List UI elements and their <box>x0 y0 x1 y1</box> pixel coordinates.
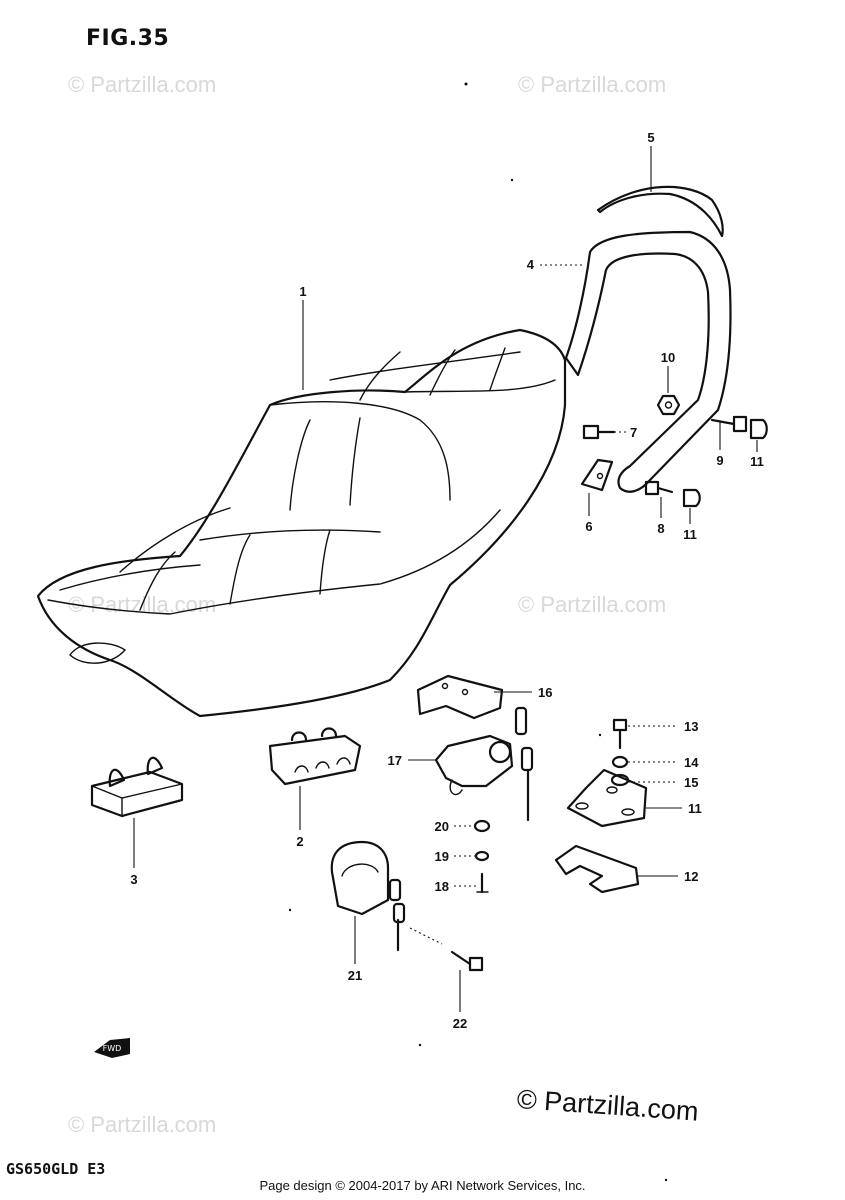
callout-20: 19 <box>435 849 449 864</box>
callout-21: 20 <box>435 819 449 834</box>
bolt-part-23[interactable] <box>450 950 484 972</box>
grab-rail-cover-part[interactable] <box>596 185 724 238</box>
callout-11: 11 <box>683 527 697 542</box>
seat-lock-part-18[interactable] <box>434 706 534 822</box>
seat-part[interactable] <box>36 328 567 718</box>
bracket-part-6[interactable] <box>580 458 614 492</box>
watermark-faint: © Partzilla.com <box>68 72 217 97</box>
lock-plate-part-17[interactable] <box>416 674 504 720</box>
screw-part-19[interactable] <box>476 872 489 894</box>
grab-rail-part[interactable] <box>564 230 732 493</box>
cap-nut-part-11-upper[interactable] <box>749 418 768 440</box>
direction-label: FWD <box>103 1044 122 1053</box>
seat-stopper-part-2[interactable] <box>268 727 362 786</box>
model-code: GS650GLD E3 <box>6 1160 106 1178</box>
callout-10: 10 <box>661 350 675 365</box>
bolt-part-8[interactable] <box>644 480 674 496</box>
plate-part-13[interactable] <box>554 844 640 894</box>
watermark-faint: © Partzilla.com <box>518 592 667 617</box>
nut-part-21[interactable] <box>473 819 491 833</box>
callout-14: 13 <box>684 719 698 734</box>
callout-22: 21 <box>348 968 362 983</box>
callout-6: 6 <box>585 519 592 534</box>
washer-part-15[interactable] <box>611 755 629 769</box>
callout-19: 18 <box>435 879 449 894</box>
callout-5: 5 <box>647 130 654 145</box>
watermark-faint: © Partzilla.com <box>518 72 667 97</box>
bolt-part-9[interactable] <box>710 415 748 433</box>
callout-15: 14 <box>684 755 699 770</box>
callout-9: 9 <box>716 453 723 468</box>
cap-nut-part-11-lower[interactable] <box>682 488 701 508</box>
callout-8: 8 <box>657 521 664 536</box>
callout-18: 17 <box>388 753 402 768</box>
figure-title: FIG.35 <box>86 26 170 51</box>
washer-part-20[interactable] <box>474 850 490 862</box>
callout-16: 15 <box>684 775 698 790</box>
watermark-faint: © Partzilla.com <box>68 1112 217 1137</box>
callout-3: 3 <box>130 872 137 887</box>
helmet-lock-part-22[interactable] <box>330 840 406 952</box>
callout-4: 4 <box>527 257 535 272</box>
seat-damper-part-3[interactable] <box>90 756 184 818</box>
bolt-part-14[interactable] <box>612 718 628 750</box>
bolt-part-7[interactable] <box>582 424 616 440</box>
callout-11: 11 <box>750 454 764 469</box>
nut-part-10[interactable] <box>656 394 681 416</box>
callout-7: 7 <box>630 425 637 440</box>
callout-13: 12 <box>684 869 698 884</box>
callout-1: 1 <box>299 284 306 299</box>
callout-17: 16 <box>538 685 552 700</box>
callout-23: 22 <box>453 1016 467 1031</box>
callout-12: 11 <box>688 801 702 816</box>
forward-direction-arrow: FWD <box>94 1038 130 1058</box>
page-footer: Page design © 2004-2017 by ARI Network S… <box>259 1178 586 1193</box>
callout-2: 2 <box>296 834 303 849</box>
bracket-part-12[interactable] <box>566 768 648 828</box>
